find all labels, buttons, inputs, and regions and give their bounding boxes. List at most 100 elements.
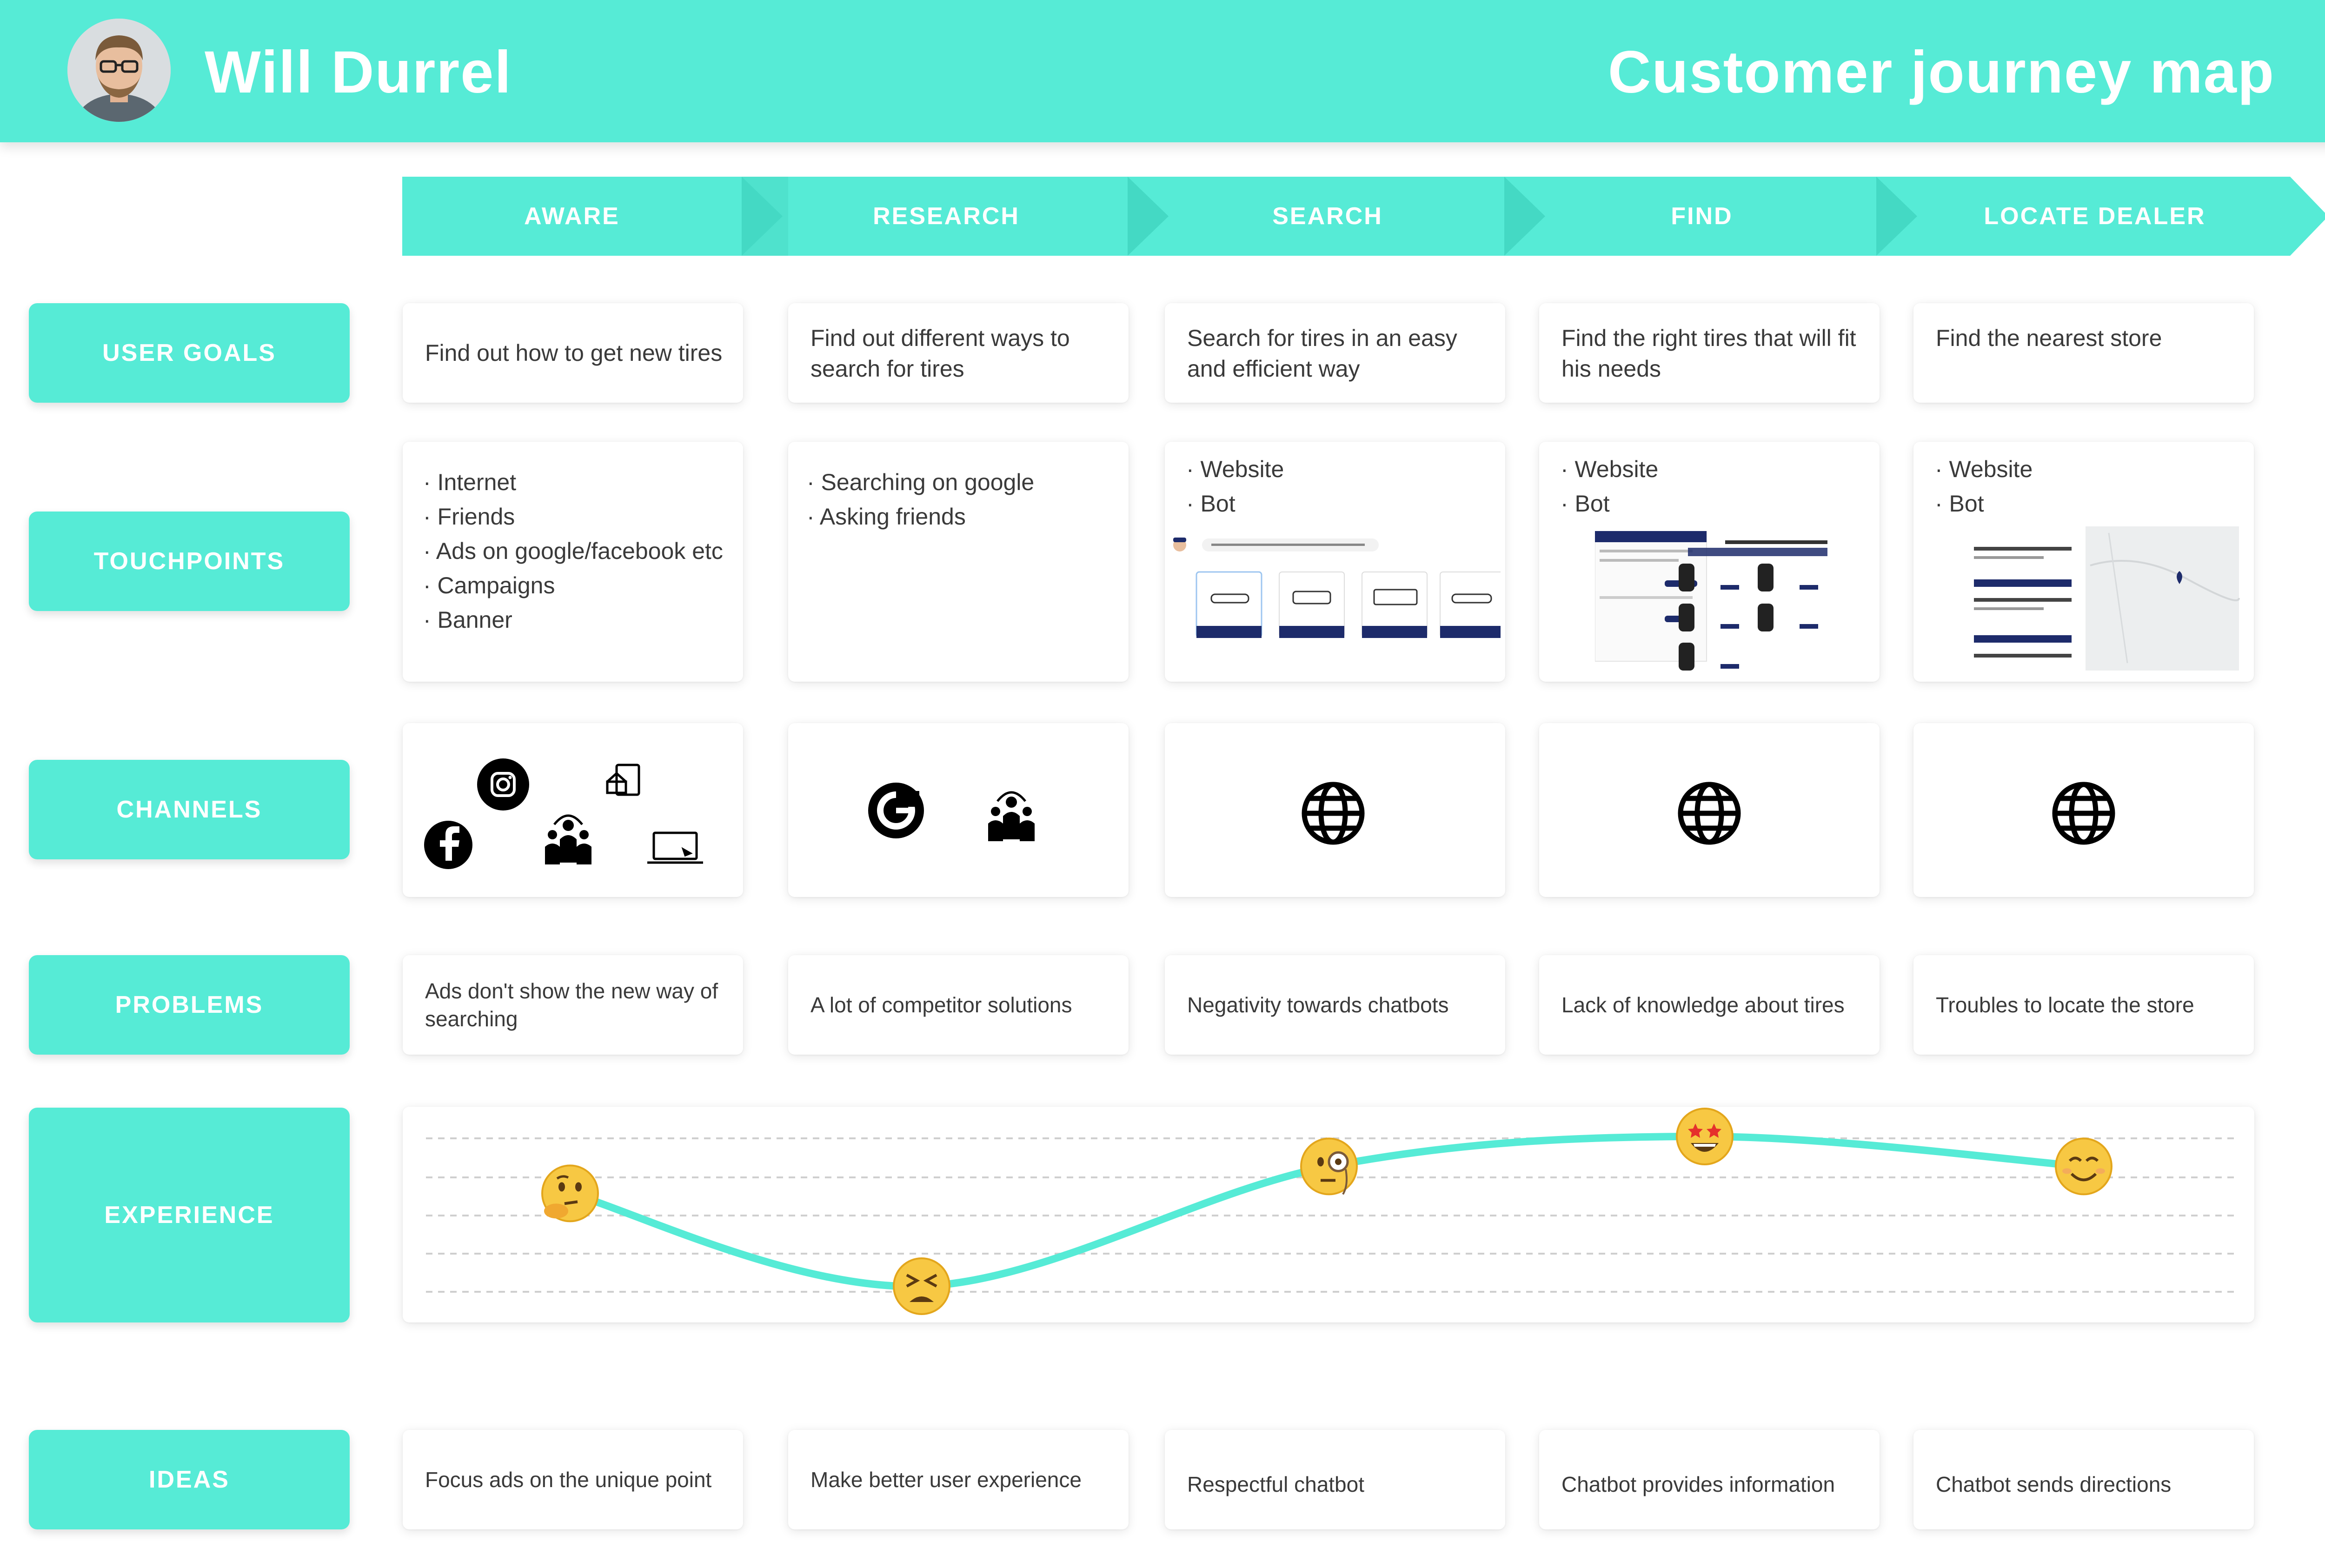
touchpoint-card: Website Bot [1913, 442, 2254, 682]
channel-card [788, 723, 1129, 897]
stage-divider [1128, 177, 1169, 256]
star-struck-icon [1676, 1108, 1734, 1165]
channel-card [1913, 723, 2254, 897]
problem-card: Lack of knowledge about tires [1539, 955, 1880, 1055]
stage-find: FIND [1671, 203, 1733, 230]
idea-card: Focus ads on the unique point [403, 1430, 743, 1529]
touchpoint-list: Website Bot [1935, 452, 2033, 521]
row-label-ideas: IDEAS [29, 1430, 350, 1529]
user-goal-card: Find the nearest store [1913, 303, 2254, 403]
user-goal-card: Find out how to get new tires [403, 303, 743, 403]
globe-icon [1302, 782, 1365, 845]
touchpoint-list: Internet Friends Ads on google/facebook … [423, 465, 723, 637]
touchpoint-item: Asking friends [807, 499, 1034, 534]
touchpoint-card: Internet Friends Ads on google/facebook … [403, 442, 743, 682]
problem-text: Troubles to locate the store [1936, 993, 2194, 1017]
tired-face-icon [893, 1257, 950, 1315]
people-icon [988, 791, 1035, 841]
channel-card [1539, 723, 1880, 897]
facebook-icon [424, 821, 472, 869]
touchpoint-card: Website Bot [1539, 442, 1880, 682]
idea-text: Chatbot provides information [1561, 1472, 1835, 1496]
touchpoint-item: Bot [1186, 486, 1284, 521]
laptop-icon [647, 831, 703, 864]
touchpoint-item: Campaigns [423, 568, 723, 603]
user-goal-card: Find out different ways to search for ti… [788, 303, 1129, 403]
row-label-touchpoints: TOUCHPOINTS [29, 512, 350, 611]
map-title: Customer journey map [1608, 39, 2275, 106]
dealer-map-screenshot [1969, 524, 2248, 675]
stage-divider [1504, 177, 1545, 256]
touchpoint-item: Bot [1561, 486, 1658, 521]
channel-card [1165, 723, 1505, 897]
problem-text: Lack of knowledge about tires [1561, 993, 1845, 1017]
problem-card: Ads don't show the new way of searching [403, 955, 743, 1055]
idea-card: Chatbot sends directions [1913, 1430, 2254, 1529]
stage-band: AWARE RESEARCH SEARCH FIND LOCATE DEALER [402, 177, 2290, 256]
problem-card: A lot of competitor solutions [788, 955, 1129, 1055]
touchpoint-item: Internet [423, 465, 723, 499]
problem-card: Troubles to locate the store [1913, 955, 2254, 1055]
touchpoint-item: Banner [423, 603, 723, 637]
problem-card: Negativity towards chatbots [1165, 955, 1505, 1055]
idea-text: Chatbot sends directions [1936, 1472, 2172, 1496]
globe-icon [2052, 782, 2115, 845]
problem-text: Negativity towards chatbots [1187, 993, 1449, 1017]
touchpoint-item: Website [1186, 452, 1284, 486]
user-goal-text: Find the right tires that will fit his n… [1561, 325, 1856, 382]
stage-research: RESEARCH [873, 203, 1020, 230]
row-label-user-goals: USER GOALS [29, 303, 350, 403]
touchpoint-item: Searching on google [807, 465, 1035, 499]
row-label-experience: EXPERIENCE [29, 1108, 350, 1322]
thinking-face-icon [541, 1164, 599, 1223]
tablet-icon [606, 764, 640, 796]
experience-card [403, 1107, 2254, 1322]
touchpoint-list: Website Bot [1186, 452, 1284, 521]
channel-card [403, 723, 743, 897]
user-goal-card: Search for tires in an easy and efficien… [1165, 303, 1505, 403]
stage-divider [742, 177, 783, 256]
tire-search-screenshot [1594, 531, 1832, 682]
stage-divider [1876, 177, 1917, 256]
persona-name: Will Durrel [205, 39, 512, 106]
idea-card: Respectful chatbot [1165, 1430, 1505, 1529]
touchpoint-item: Website [1561, 452, 1659, 486]
stage-arrow-tip [2290, 177, 2325, 256]
monocle-face-icon [1300, 1137, 1358, 1196]
problem-text: Ads don't show the new way of searching [425, 979, 718, 1031]
touchpoint-item: Ads on google/facebook etc [423, 534, 723, 568]
row-label-problems: PROBLEMS [29, 955, 350, 1055]
stage-aware: AWARE [524, 203, 620, 230]
touchpoint-item: Bot [1935, 486, 2033, 521]
row-label-channels: CHANNELS [29, 760, 350, 859]
touchpoint-list: Searching on google Asking friends [807, 465, 1034, 534]
user-goal-text: Search for tires in an easy and efficien… [1187, 325, 1457, 382]
touchpoint-card: Website Bot [1165, 442, 1505, 682]
touchpoint-card: Searching on google Asking friends [788, 442, 1129, 682]
instagram-icon [477, 758, 529, 811]
people-icon [545, 814, 591, 864]
user-goal-card: Find the right tires that will fit his n… [1539, 303, 1880, 403]
idea-text: Respectful chatbot [1187, 1472, 1365, 1496]
user-goal-text: Find out different ways to search for ti… [810, 325, 1070, 382]
touchpoint-list: Website Bot [1561, 452, 1659, 521]
stage-locate-dealer: LOCATE DEALER [1984, 203, 2206, 230]
google-icon [868, 783, 924, 838]
touchpoint-item: Friends [423, 499, 723, 534]
globe-icon [1678, 782, 1741, 845]
idea-card: Chatbot provides information [1539, 1430, 1880, 1529]
experience-graph [426, 1108, 2235, 1315]
idea-text: Make better user experience [810, 1468, 1082, 1492]
bot-screenshot [1169, 535, 1505, 665]
avatar [67, 19, 171, 122]
touchpoint-item: Website [1935, 452, 2033, 486]
idea-text: Focus ads on the unique point [425, 1468, 712, 1492]
user-goal-text: Find out how to get new tires [425, 340, 723, 366]
header-bar: Will Durrel Customer journey map [0, 0, 2325, 142]
stage-search: SEARCH [1272, 203, 1383, 230]
user-goal-text: Find the nearest store [1936, 325, 2162, 351]
problem-text: A lot of competitor solutions [810, 993, 1072, 1017]
smiling-face-icon [2055, 1137, 2112, 1196]
idea-card: Make better user experience [788, 1430, 1129, 1529]
